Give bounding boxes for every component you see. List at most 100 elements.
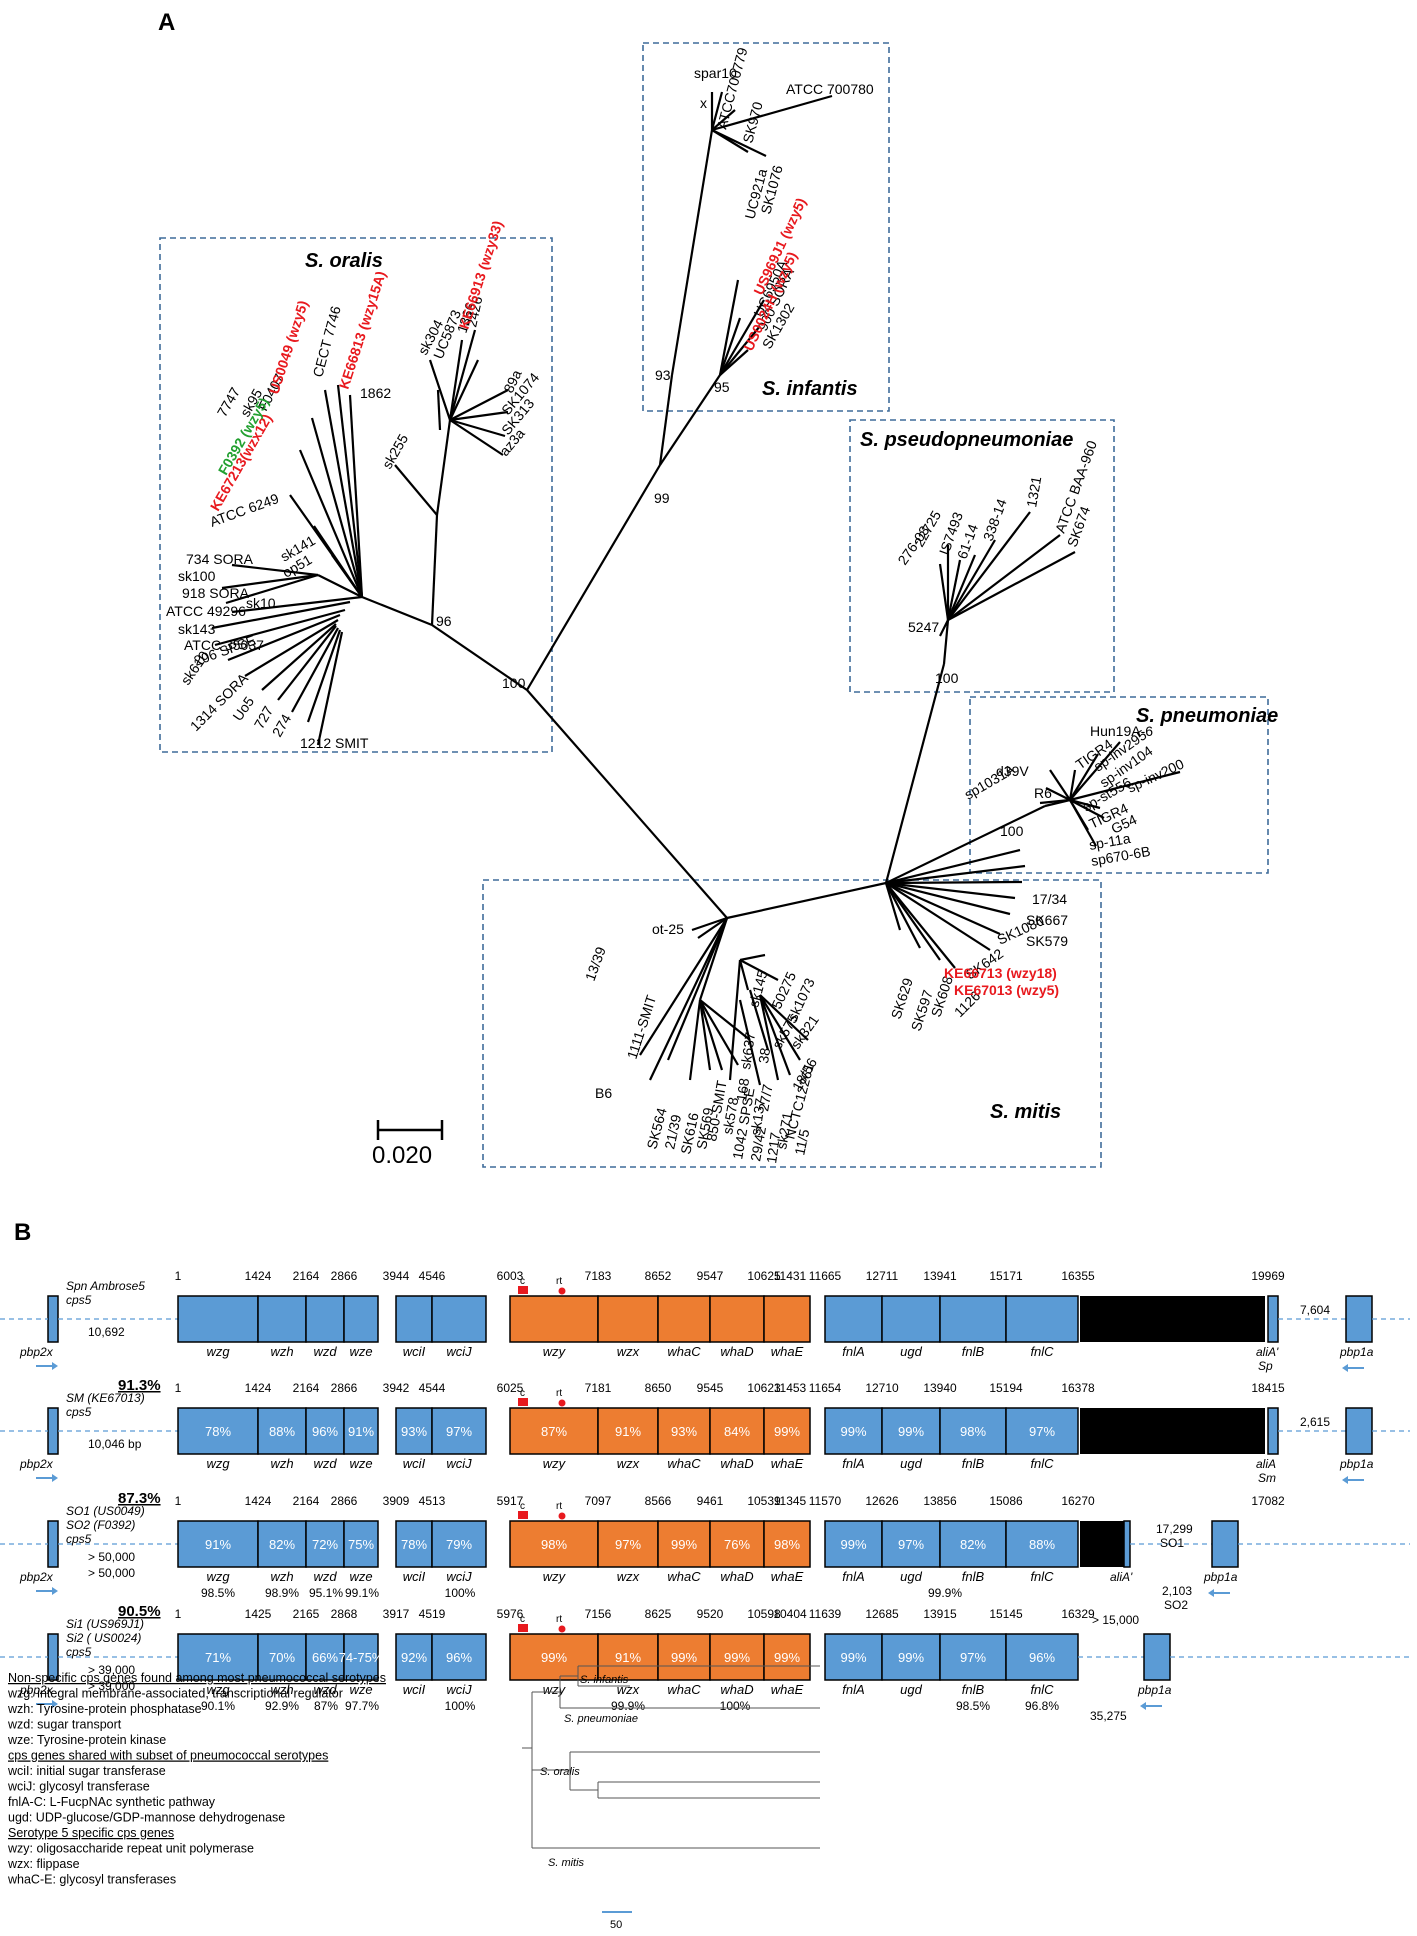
gene-identity-pct: 99% xyxy=(774,1650,800,1665)
gene-coordinate: 2164 xyxy=(293,1269,320,1283)
cps-gene-block xyxy=(763,1407,811,1455)
wzy-marker-rt xyxy=(558,1512,566,1520)
downstream-region xyxy=(1080,1521,1124,1567)
gene-name: fnlC xyxy=(1030,1344,1054,1359)
gene-name: fnlC xyxy=(1030,1456,1054,1471)
leaf-label: spar10 xyxy=(694,65,737,81)
gene-name: wciI xyxy=(403,1569,426,1584)
gap-label: SO1 xyxy=(1160,1536,1184,1550)
cps-row-size: > 39,000 xyxy=(88,1663,135,1677)
cps-row-size: > 39,000 xyxy=(88,1679,135,1693)
legend-item: wzg: integral membrane-associated, trans… xyxy=(7,1687,343,1701)
cps-gene-block xyxy=(431,1407,487,1455)
gene-name: wzx xyxy=(617,1569,640,1584)
cps-gene-block xyxy=(597,1407,659,1455)
leaf-label: 2426 xyxy=(463,295,485,329)
marker-label: rt xyxy=(556,1276,562,1287)
bootstrap-label: 100 xyxy=(935,670,959,686)
legend-item: wzh: Tyrosine-protein phosphatase xyxy=(7,1702,202,1716)
leaf-label: 29/42 xyxy=(747,1125,769,1162)
gene-coordinate: 13856 xyxy=(923,1494,957,1508)
cps-gene-block xyxy=(257,1407,307,1455)
gene-coordinate: 10623 xyxy=(747,1381,781,1395)
gene-coordinate: 12626 xyxy=(865,1494,899,1508)
gene-name: whaE xyxy=(771,1569,804,1584)
gene-identity-pct: 70% xyxy=(269,1650,295,1665)
highlighted-leaf-label: KE66713 (wzy18) xyxy=(944,965,1057,981)
gene-coordinate: 13915 xyxy=(923,1607,957,1621)
gene-coordinate: 10539 xyxy=(747,1494,781,1508)
gene-coordinate: 13940 xyxy=(923,1381,957,1395)
gene-identity-pct: 98% xyxy=(541,1537,567,1552)
cps-row-title: cps5 xyxy=(66,1645,92,1659)
cps-gene-block xyxy=(305,1295,345,1343)
gene-coordinate: 11345 xyxy=(774,1494,807,1508)
cps-row-title: Spn Ambrose5 xyxy=(66,1279,145,1293)
gene-coordinate: 8652 xyxy=(645,1269,672,1283)
gene-name: ugd xyxy=(900,1456,922,1471)
gene-name: whaE xyxy=(771,1682,804,1697)
gene-name: wzy xyxy=(543,1456,567,1471)
leaf-label: 27/7 xyxy=(755,1083,776,1113)
gene-identity-pct: 96% xyxy=(446,1650,472,1665)
gene-coordinate: 9547 xyxy=(697,1269,724,1283)
leaf-label: 1212 SMIT xyxy=(300,735,369,751)
gene-identity-pct: 84% xyxy=(724,1424,750,1439)
nucleotide-identity: 90.1% xyxy=(201,1699,235,1713)
bootstrap-label: 95 xyxy=(714,379,730,395)
aliA-label: aliA' xyxy=(1110,1570,1133,1584)
gene-identity-pct: 97% xyxy=(1029,1424,1055,1439)
mini-tree-label: S. infantis xyxy=(580,1674,629,1686)
gene-coordinate: 11570 xyxy=(809,1494,842,1508)
gene-name: wzh xyxy=(270,1682,293,1697)
downstream-region xyxy=(1080,1408,1265,1454)
leaf-label: SK667 xyxy=(1026,912,1068,928)
cps-gene-block xyxy=(597,1295,659,1343)
cps-gene-block xyxy=(431,1633,487,1681)
gene-coordinate: 6025 xyxy=(497,1381,524,1395)
gene-identity-pct: 88% xyxy=(1029,1537,1055,1552)
cps-gene-block xyxy=(509,1633,599,1681)
leaf-label: sk137 xyxy=(747,1097,768,1136)
bootstrap-label: 100 xyxy=(502,675,526,691)
pneumoniae-box xyxy=(969,696,1269,874)
leaf-label: sp-11a xyxy=(1088,830,1132,853)
cps-row-size: 10,692 xyxy=(88,1325,125,1339)
gene-coordinate: 3944 xyxy=(383,1269,410,1283)
cps-gene-block xyxy=(177,1407,259,1455)
cps-row-title: SO2 (F0392) xyxy=(66,1518,135,1532)
wzy-marker-rt xyxy=(558,1287,566,1295)
gene-name: ugd xyxy=(900,1682,922,1697)
gene-name: whaD xyxy=(720,1682,753,1697)
marker-label: c xyxy=(520,1388,525,1399)
leaf-label: ot-25 xyxy=(652,921,684,937)
scale-bar-label: 0.020 xyxy=(372,1142,432,1169)
leaf-label: R6 xyxy=(1034,785,1052,801)
gene-name: wzh xyxy=(270,1344,293,1359)
cps-gene-block xyxy=(305,1520,345,1568)
gene-name: wciJ xyxy=(446,1456,472,1471)
gene-coordinate: 7097 xyxy=(585,1494,612,1508)
leaf-label: sk143 xyxy=(178,621,216,637)
gene-name: wzx xyxy=(617,1344,640,1359)
gap-label: > 15,000 xyxy=(1092,1613,1139,1627)
gene-identity-pct: 99% xyxy=(840,1537,866,1552)
wzy-marker-c xyxy=(518,1398,528,1406)
nucleotide-identity: 98.5% xyxy=(956,1699,990,1713)
gene-identity-pct: 99% xyxy=(541,1650,567,1665)
cps-gene-block xyxy=(1005,1633,1079,1681)
gene-coordinate: 3917 xyxy=(383,1607,410,1621)
cps-gene-block xyxy=(881,1633,941,1681)
gene-coordinate: 11654 xyxy=(809,1381,842,1395)
cps-gene-block xyxy=(1005,1295,1079,1343)
pbp1a-label: pbp1a xyxy=(1339,1457,1374,1471)
cps-gene-block xyxy=(939,1407,1007,1455)
cps-gene-block xyxy=(709,1520,765,1568)
marker-label: c xyxy=(520,1614,525,1625)
leaf-label: d39V xyxy=(996,763,1029,779)
cps-row-size: > 50,000 xyxy=(88,1550,135,1564)
wzy-marker-c xyxy=(518,1286,528,1294)
leaf-label: SK579 xyxy=(1026,933,1068,949)
